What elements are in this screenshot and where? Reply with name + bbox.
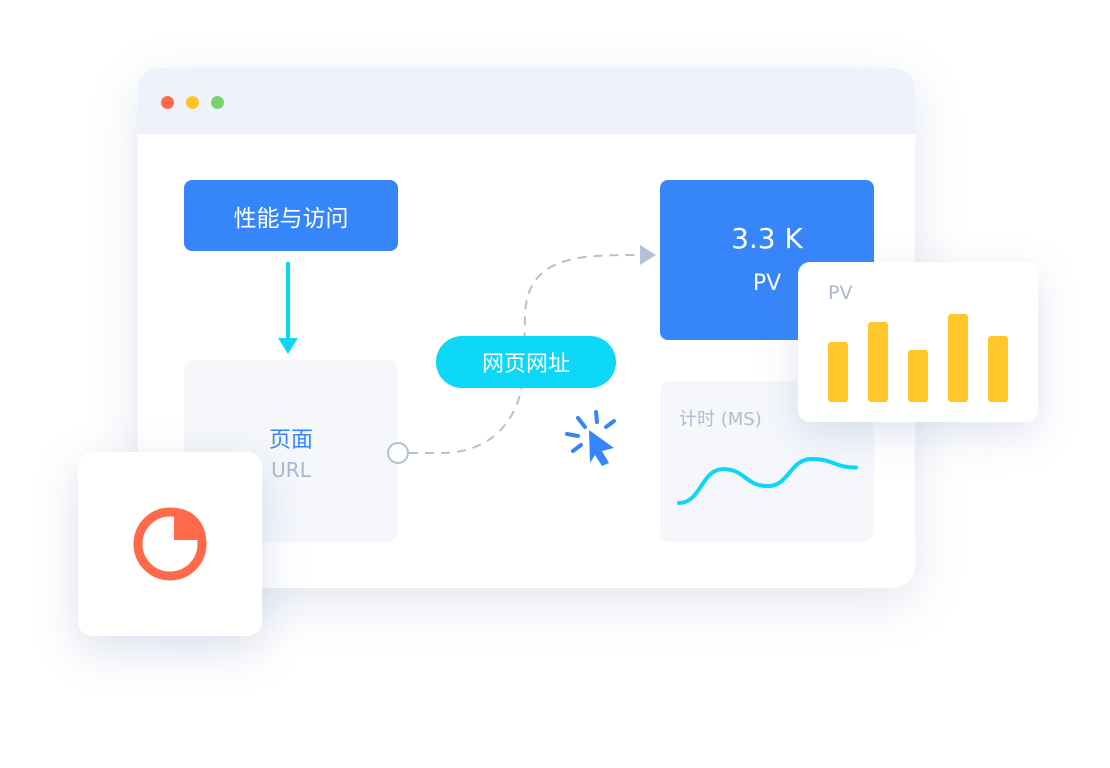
url-pill: 网页网址 xyxy=(436,336,616,388)
pv-bar xyxy=(988,336,1008,402)
page-card-subtitle: URL xyxy=(271,458,311,482)
pv-bar-chart xyxy=(828,314,1008,402)
pie-card xyxy=(78,452,262,636)
minimize-window-dot[interactable] xyxy=(186,96,199,109)
timer-card-title: 计时 (MS) xyxy=(679,409,762,430)
performance-access-box: 性能与访问 xyxy=(184,180,398,251)
pie-ring xyxy=(133,507,207,581)
pv-bar-card: PV xyxy=(798,262,1038,422)
pie-slice xyxy=(174,508,206,540)
timer-series-line xyxy=(677,457,858,505)
pv-bar xyxy=(948,314,968,402)
maximize-window-dot[interactable] xyxy=(211,96,224,109)
window-titlebar xyxy=(138,68,915,134)
pv-bar xyxy=(908,350,928,402)
performance-access-label: 性能与访问 xyxy=(233,205,349,232)
pv-value: 3.3 K xyxy=(731,221,803,255)
page-card-title: 页面 xyxy=(268,428,313,453)
timer-line-chart xyxy=(677,457,858,505)
pie-chart-icon xyxy=(133,507,207,581)
bar-card-title: PV xyxy=(828,282,853,304)
url-pill-label: 网页网址 xyxy=(481,352,570,377)
pv-label: PV xyxy=(752,270,782,296)
close-window-dot[interactable] xyxy=(161,96,174,109)
pv-bar xyxy=(828,342,848,402)
pv-bar xyxy=(868,322,888,402)
